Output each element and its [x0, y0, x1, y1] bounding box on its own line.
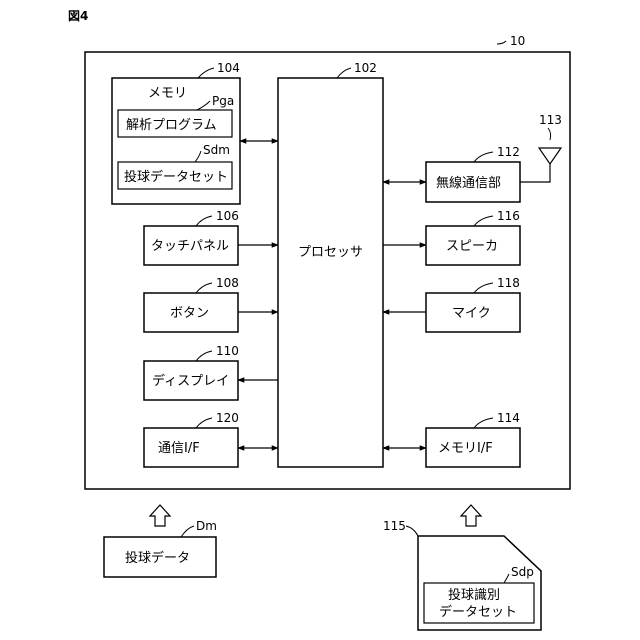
- mic-label: マイク: [452, 306, 491, 321]
- comm-if-ref: 120: [216, 411, 239, 425]
- card-dataset-tag: Sdp: [511, 565, 534, 579]
- pitch-data-block: 投球データ Dm: [104, 519, 217, 577]
- touch-panel-label: タッチパネル: [151, 239, 229, 254]
- dataset-tag: Sdm: [203, 143, 230, 157]
- pitch-dataset-label: 投球データセット: [124, 169, 228, 185]
- analysis-program-label: 解析プログラム: [126, 118, 217, 133]
- pitch-data-tag: Dm: [196, 519, 217, 533]
- processor-label: プロセッサ: [298, 245, 363, 260]
- comm-if-label: 通信I/F: [158, 441, 200, 456]
- antenna-ref: 113: [539, 113, 562, 127]
- device-ref: 10: [510, 34, 525, 48]
- up-arrow-icon: [461, 505, 481, 526]
- memory-if-label: メモリI/F: [438, 441, 493, 456]
- memory-label: メモリ: [148, 86, 187, 101]
- speaker-ref: 116: [497, 209, 520, 223]
- mic-ref: 118: [497, 276, 520, 290]
- processor-block: プロセッサ 102: [278, 61, 383, 467]
- memory-card: 115 Sdp 投球識別 データセット: [383, 519, 541, 630]
- wireless-label: 無線通信部: [436, 175, 501, 191]
- memory-block: メモリ 104 Pga 解析プログラム Sdm 投球データセット: [112, 61, 240, 204]
- touch-panel-ref: 106: [216, 209, 239, 223]
- program-tag: Pga: [212, 94, 234, 108]
- button-label: ボタン: [170, 306, 209, 321]
- pitch-id-dataset-line2: データセット: [439, 604, 517, 620]
- memory-ref: 104: [217, 61, 240, 75]
- pitch-data-label: 投球データ: [125, 550, 190, 566]
- display-ref: 110: [216, 344, 239, 358]
- figure-label: 図4: [68, 9, 88, 23]
- button-ref: 108: [216, 276, 239, 290]
- memory-if-ref: 114: [497, 411, 520, 425]
- speaker-label: スピーカ: [446, 239, 498, 254]
- wireless-ref: 112: [497, 145, 520, 159]
- display-label: ディスプレイ: [152, 373, 229, 389]
- processor-ref: 102: [354, 61, 377, 75]
- up-arrow-icon: [150, 505, 170, 526]
- card-ref: 115: [383, 519, 406, 533]
- pitch-id-dataset-line1: 投球識別: [448, 587, 500, 603]
